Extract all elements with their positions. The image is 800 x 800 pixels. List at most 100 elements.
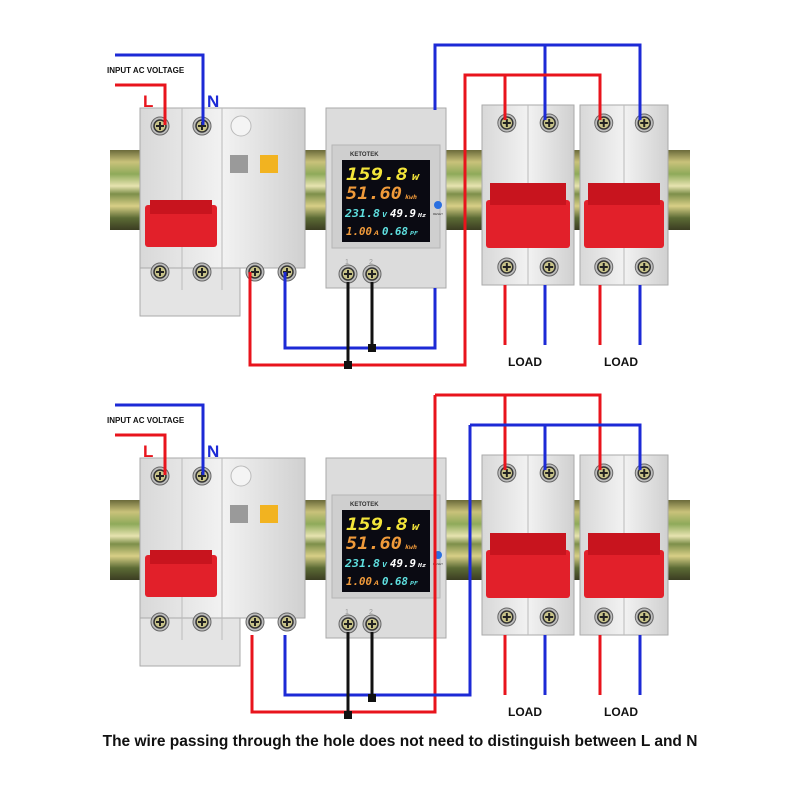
terminal-screw	[277, 612, 297, 632]
test-button	[230, 465, 252, 487]
meter-brand: KETOTEK	[350, 502, 379, 508]
reset-label: RESET	[433, 212, 443, 216]
voltage-unit: V	[382, 561, 388, 569]
l-label: L	[143, 92, 153, 111]
terminal-screw	[497, 607, 517, 627]
terminal-screw	[634, 607, 654, 627]
terminal-screw	[338, 614, 358, 634]
input-voltage-label: INPUT AC VOLTAGE	[107, 66, 185, 75]
live-bus-wire	[435, 393, 602, 470]
power-reading: 159.8	[346, 165, 408, 185]
current-reading: 1.00	[346, 575, 372, 588]
pf-reading: 0.68	[382, 575, 408, 588]
breaker-handle	[486, 200, 570, 248]
input-neutral-wire	[115, 53, 205, 125]
terminal-label: 2	[369, 609, 373, 616]
l-label: L	[143, 442, 153, 461]
main-breaker-base	[139, 267, 241, 317]
frequency-unit: Hz	[417, 213, 426, 219]
current-unit: A	[373, 230, 380, 237]
terminal-screw	[594, 607, 614, 627]
terminal-screw	[539, 113, 559, 133]
terminal-screw	[362, 264, 382, 284]
terminal-screw	[150, 612, 170, 632]
terminal-screw	[192, 612, 212, 632]
terminal-screw	[539, 463, 559, 483]
terminal-label: 2	[369, 259, 373, 266]
voltage-reading: 231.8	[344, 557, 380, 570]
energy-reading: 51.60	[346, 184, 402, 204]
indicator-yellow	[260, 505, 278, 523]
input-live-wire	[115, 83, 167, 125]
voltage-reading: 231.8	[344, 207, 380, 220]
meter-brand: KETOTEK	[350, 152, 379, 158]
power-reading: 159.8	[346, 515, 408, 535]
load-label: LOAD	[508, 705, 542, 719]
frequency-reading: 49.9	[390, 557, 416, 570]
current-unit: A	[373, 580, 380, 587]
junction-dot	[368, 344, 376, 352]
indicator-grey	[230, 505, 248, 523]
indicator-yellow	[260, 155, 278, 173]
frequency-unit: Hz	[417, 563, 426, 569]
breaker-handle-top	[150, 200, 212, 214]
breaker-handle-top	[588, 183, 660, 205]
power-unit: W	[412, 173, 421, 182]
meter-display	[342, 160, 430, 242]
power-unit: W	[412, 523, 421, 532]
terminal-screw	[338, 264, 358, 284]
terminal-screw	[634, 463, 654, 483]
terminal-screw	[497, 463, 517, 483]
load-breaker-2	[579, 104, 669, 286]
energy-unit: kwh	[405, 544, 417, 551]
input-neutral-wire	[115, 403, 205, 475]
pf-reading: 0.68	[382, 225, 408, 238]
terminal-screw	[362, 614, 382, 634]
terminal-screw	[192, 262, 212, 282]
input-voltage-label: INPUT AC VOLTAGE	[107, 416, 185, 425]
terminal-screw	[245, 612, 265, 632]
n-label: N	[207, 442, 219, 461]
breaker-handle	[486, 550, 570, 598]
reset-button[interactable]	[434, 201, 442, 209]
live-feed-wire	[248, 120, 467, 367]
load-breaker-1	[481, 454, 575, 636]
live-feed-wire	[250, 395, 437, 714]
neutral-feed-wire	[283, 425, 472, 697]
input-live-wire	[115, 433, 167, 475]
breaker-handle-top	[150, 550, 212, 564]
junction-dot	[344, 711, 352, 719]
energy-unit: kwh	[405, 194, 417, 201]
frequency-reading: 49.9	[390, 207, 416, 220]
terminal-screw	[150, 262, 170, 282]
terminal-screw	[594, 463, 614, 483]
terminal-screw	[539, 257, 559, 277]
neutral-bus-wire	[433, 43, 642, 120]
pf-unit: PF	[410, 581, 419, 587]
neutral-bus-wire	[470, 423, 642, 470]
terminal-screw	[594, 257, 614, 277]
main-breaker	[139, 107, 306, 317]
terminal-screw	[594, 113, 614, 133]
load-breaker-2	[579, 454, 669, 636]
terminal-screw	[634, 113, 654, 133]
terminal-screw	[497, 113, 517, 133]
terminal-label: 1	[345, 259, 349, 266]
meter-display	[342, 510, 430, 592]
voltage-unit: V	[382, 211, 388, 219]
reset-label: RESET	[433, 562, 443, 566]
indicator-grey	[230, 155, 248, 173]
breaker-handle	[145, 555, 217, 597]
terminal-screw	[634, 257, 654, 277]
pf-unit: PF	[410, 231, 419, 237]
load-label: LOAD	[604, 705, 638, 719]
load-label: LOAD	[508, 355, 542, 369]
terminal-screw	[497, 257, 517, 277]
live-bus-wire	[463, 73, 602, 120]
junction-dot	[368, 694, 376, 702]
load-label: LOAD	[604, 355, 638, 369]
